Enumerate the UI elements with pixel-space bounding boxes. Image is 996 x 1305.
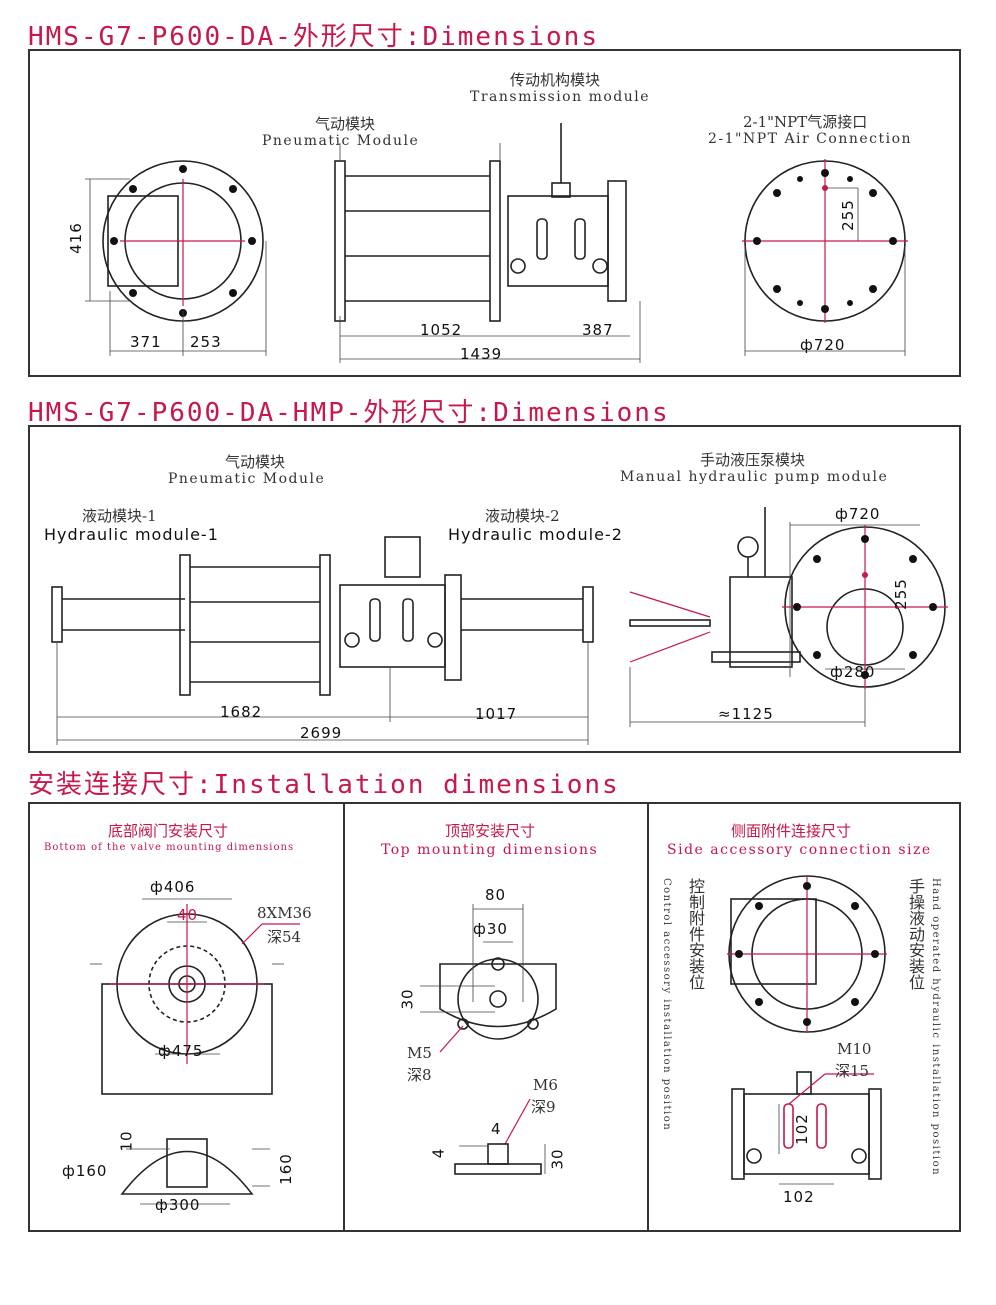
dim-253: 253 <box>190 333 222 351</box>
dim-102-vertical: 102 <box>792 1113 811 1145</box>
label-air-connection-en: 2-1"NPT Air Connection <box>708 131 913 147</box>
dim-30-dia: ф30 <box>473 920 508 938</box>
dim-1017: 1017 <box>475 705 518 723</box>
panel-top-mounting: 顶部安装尺寸 Top mounting dimensions 80 ф30 30… <box>343 802 649 1232</box>
label-bolt-spec: 8XM36 <box>257 904 312 922</box>
dim-30-vertical: 30 <box>398 988 417 1010</box>
label-control-cn: 控制附件安装位 <box>686 878 705 990</box>
dim-80: 80 <box>485 886 507 904</box>
label-pneumatic-en: Pneumatic Module <box>168 471 326 487</box>
label-control-en: Control accessory installation position <box>661 878 672 1132</box>
label-hand-operated-en: Hand operated hydraulic installation pos… <box>930 878 941 1177</box>
label-pneumatic-cn: 气动模块 <box>315 115 376 133</box>
label-depth-8: 深8 <box>407 1066 432 1084</box>
dim-4-side: 4 <box>429 1147 448 1159</box>
label-depth-9: 深9 <box>531 1098 556 1116</box>
dim-255: 255 <box>838 199 857 231</box>
panel-hmp-dimensions: 气动模块 Pneumatic Module 液动模块-1 Hydraulic m… <box>28 425 961 753</box>
dim-720: ф720 <box>800 336 846 354</box>
label-hydraulic2-en: Hydraulic module-2 <box>448 525 623 544</box>
dim-406: ф406 <box>150 878 196 896</box>
label-top-cn: 顶部安装尺寸 <box>445 822 536 840</box>
dim-1439: 1439 <box>460 345 503 363</box>
label-hydraulic1-cn: 液动模块-1 <box>82 507 157 525</box>
section-title-dimensions: HMS-G7-P600-DA-外形尺寸:Dimensions <box>28 22 599 52</box>
dim-1052: 1052 <box>420 321 463 339</box>
section-title-hmp-dimensions: HMS-G7-P600-DA-HMP-外形尺寸:Dimensions <box>28 398 670 428</box>
panel-actuator-dimensions: 传动机构模块 Transmission module 气动模块 Pneumati… <box>28 49 961 377</box>
hmp-drawing <box>51 507 948 745</box>
label-transmission-en: Transmission module <box>470 89 651 105</box>
dim-160-dia: ф160 <box>62 1162 108 1180</box>
dim-475: ф475 <box>158 1042 204 1060</box>
dim-371: 371 <box>130 333 162 351</box>
dim-387: 387 <box>582 321 614 339</box>
dim-2699: 2699 <box>300 724 343 742</box>
section-title-installation: 安装连接尺寸:Installation dimensions <box>28 770 620 800</box>
dim-300: ф300 <box>155 1196 201 1214</box>
dim-30-bottom: 30 <box>548 1148 567 1170</box>
label-air-connection-cn: 2-1"NPT气源接口 <box>743 113 868 131</box>
label-m10: M10 <box>837 1040 872 1058</box>
side-accessory-drawing <box>727 875 887 1185</box>
label-pump-en: Manual hydraulic pump module <box>620 469 889 485</box>
dim-1682: 1682 <box>220 703 263 721</box>
label-hydraulic1-en: Hydraulic module-1 <box>44 525 219 544</box>
label-hydraulic2-cn: 液动模块-2 <box>485 507 560 525</box>
label-side-cn: 侧面附件连接尺寸 <box>731 822 852 840</box>
actuator-drawing <box>85 123 908 363</box>
top-mounting-drawing <box>420 904 557 1175</box>
label-pneumatic-en: Pneumatic Module <box>262 133 420 149</box>
dim-10: 10 <box>117 1130 136 1152</box>
dim-720: ф720 <box>835 505 881 523</box>
dim-1125: ≈1125 <box>718 705 774 723</box>
dim-255: 255 <box>891 578 910 610</box>
dim-4-top: 4 <box>491 1120 502 1138</box>
label-pneumatic-cn: 气动模块 <box>225 453 286 471</box>
dim-40: 40 <box>177 906 199 924</box>
label-side-en: Side accessory connection size <box>667 842 932 858</box>
panel-side-accessory: 侧面附件连接尺寸 Side accessory connection size … <box>647 802 961 1232</box>
label-m6: M6 <box>533 1076 558 1094</box>
label-depth-54: 深54 <box>267 928 302 946</box>
dim-160: 160 <box>276 1153 295 1185</box>
label-top-en: Top mounting dimensions <box>381 842 599 858</box>
dim-280: ф280 <box>830 663 876 681</box>
label-depth-15: 深15 <box>835 1062 870 1080</box>
label-pump-cn: 手动液压泵模块 <box>700 451 806 469</box>
label-bottom-cn: 底部阀门安装尺寸 <box>108 822 229 840</box>
label-m5: M5 <box>407 1044 432 1062</box>
label-transmission-cn: 传动机构模块 <box>510 71 601 89</box>
panel-bottom-mounting: 底部阀门安装尺寸 Bottom of the valve mounting di… <box>28 802 345 1232</box>
dim-102-horizontal: 102 <box>783 1188 815 1206</box>
dim-416: 416 <box>66 222 85 254</box>
label-bottom-en: Bottom of the valve mounting dimensions <box>44 842 295 853</box>
label-hand-operated-cn: 手操液动安装位 <box>906 878 925 990</box>
bottom-mounting-drawing <box>90 898 300 1205</box>
